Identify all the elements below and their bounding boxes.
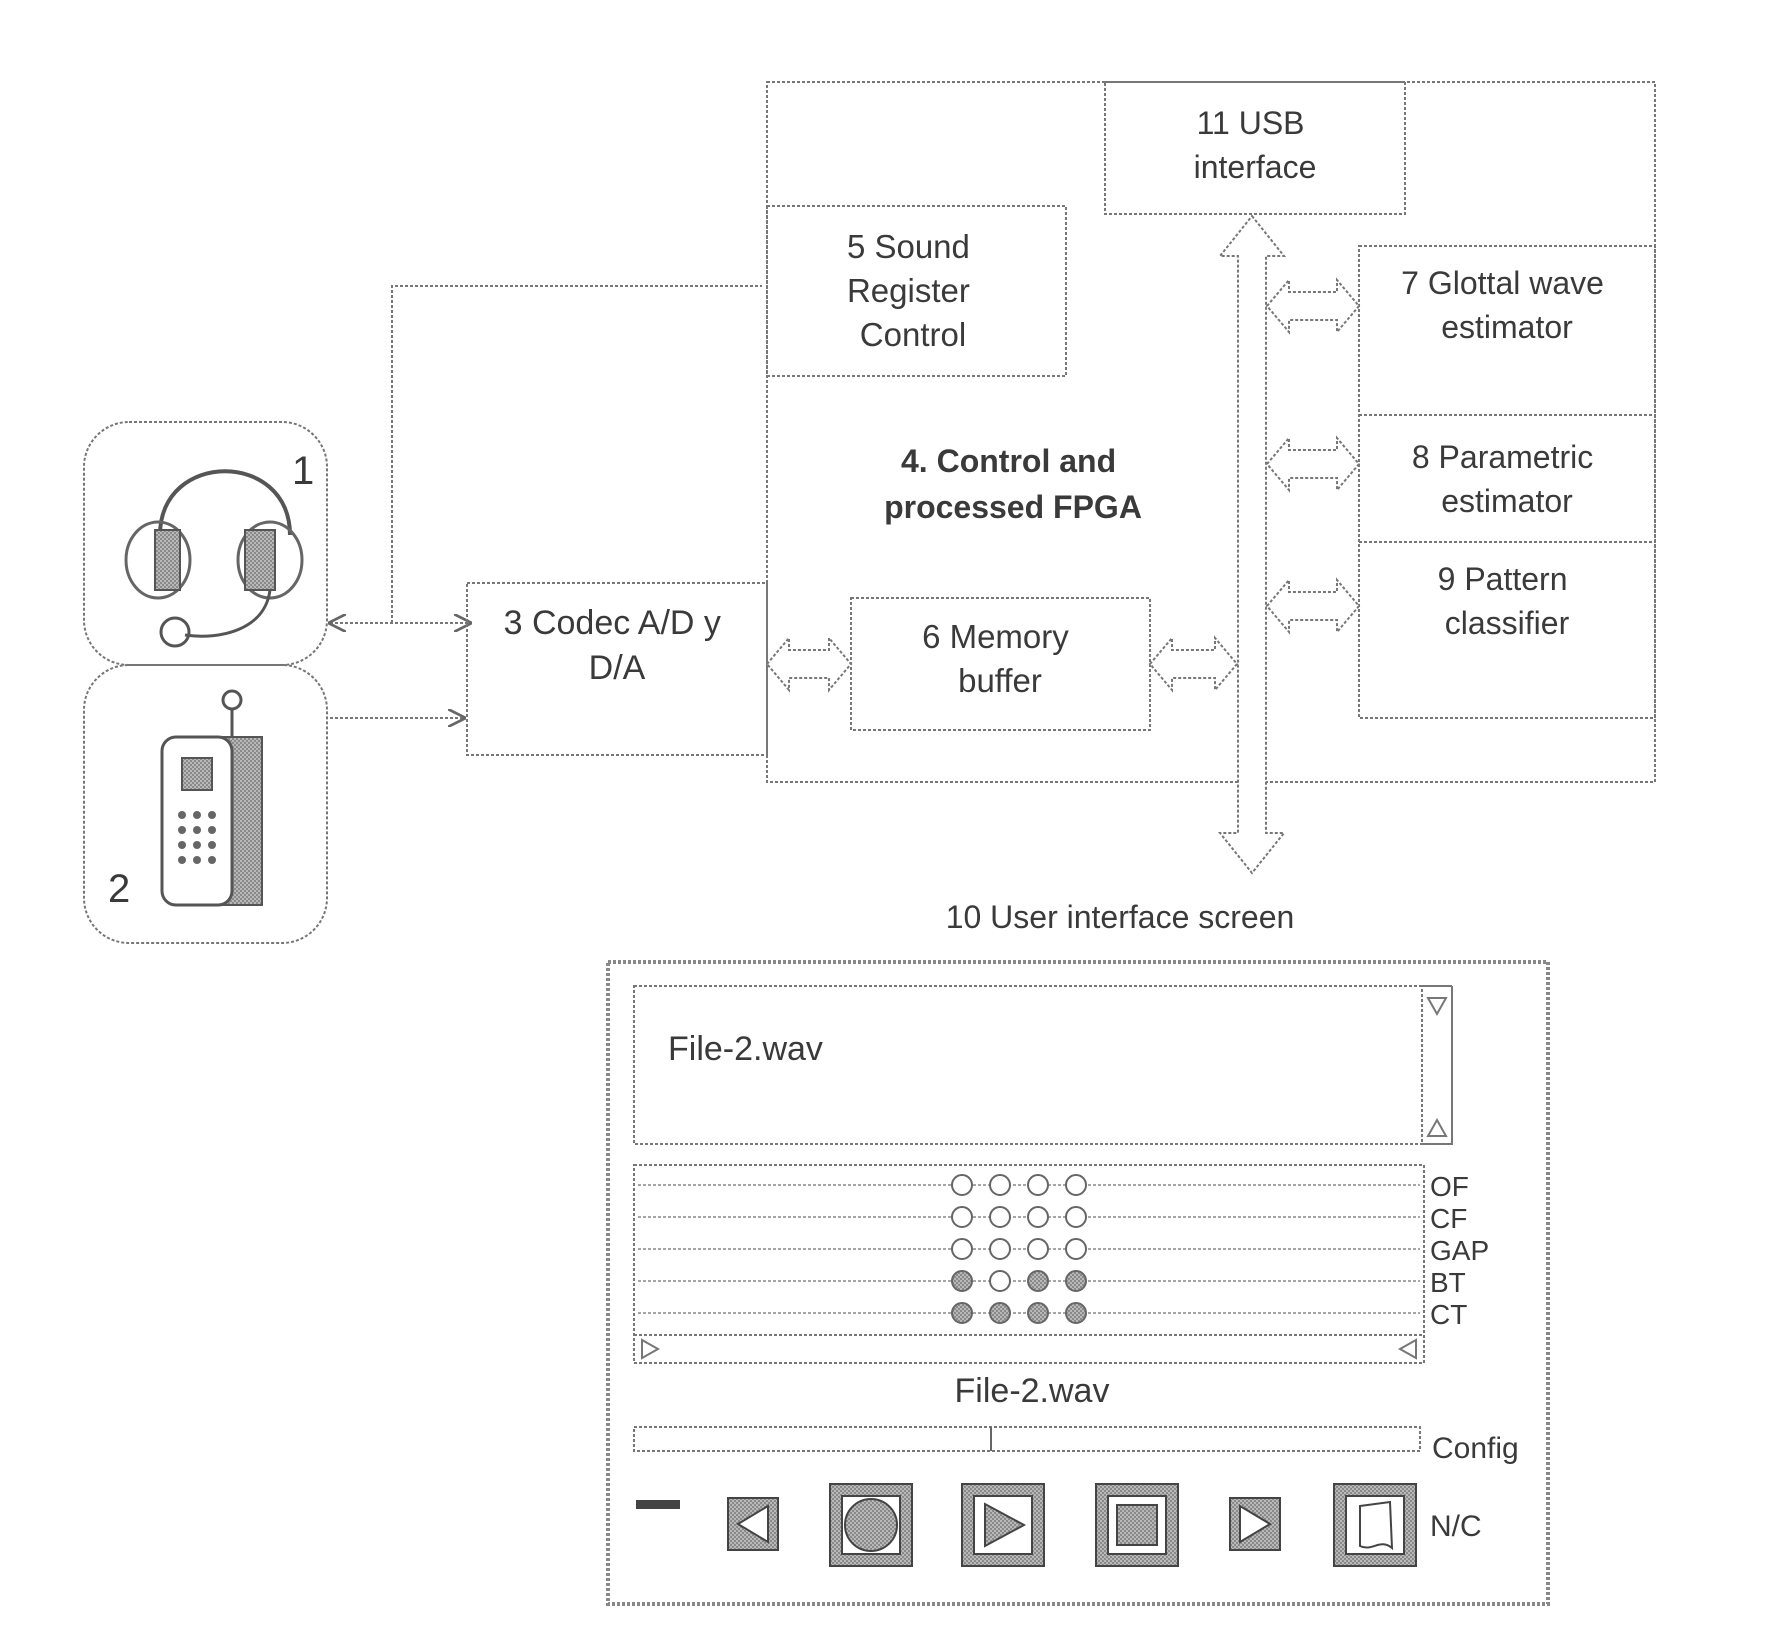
codec-label-line1: 3 Codec A/D y [504,604,721,642]
codec-label-line2: D/A [589,649,646,687]
phone-number: 2 [108,867,130,911]
stop-button[interactable] [1096,1484,1178,1566]
memory-buffer-line1: 6 Memory [922,618,1069,655]
track-mark-ct-2[interactable] [990,1303,1010,1323]
track-mark-cf-1[interactable] [952,1207,972,1227]
headset-icon [126,471,302,646]
svg-text:9 Pattern classifier: 9 Pattern classifier [1438,561,1577,641]
codec-block: 3 Codec A/D y D/A [467,583,767,755]
config-label[interactable]: Config [1432,1432,1519,1465]
parametric-line2: estimator [1441,483,1573,519]
record-icon [845,1499,897,1551]
track-mark-gap-3[interactable] [1028,1239,1048,1259]
arrow-bus-pattern [1267,580,1359,632]
nc-label: N/C [1430,1510,1482,1543]
rewind-button[interactable] [728,1498,778,1550]
svg-text:5 Sound Register C: 5 Sound Register Control [847,228,979,353]
stop-icon [1117,1505,1157,1545]
pattern-line1: 9 Pattern [1438,561,1568,597]
sound-register-line3: Control [860,316,966,353]
fpga-label-line2: processed FPGA [884,489,1142,525]
estimators-column: 7 Glottal wave estimator 8 Parametric es… [1359,246,1655,718]
svg-text:7 Glottal wave estimator: 7 Glottal wave estimator [1401,265,1613,345]
track-label-of: OF [1430,1171,1469,1202]
glottal-line1: 7 Glottal wave [1401,265,1604,301]
track-mark-bt-3[interactable] [1028,1271,1048,1291]
track-mark-of-4[interactable] [1066,1175,1086,1195]
memory-buffer-block: 6 Memory buffer [851,598,1150,730]
track-mark-of-3[interactable] [1028,1175,1048,1195]
track-mark-cf-2[interactable] [990,1207,1010,1227]
track-mark-ct-1[interactable] [952,1303,972,1323]
arrow-codec-memory [767,638,851,690]
track-label-bt: BT [1430,1267,1466,1298]
track-mark-ct-4[interactable] [1066,1303,1086,1323]
usb-line1: 11 USB [1197,105,1305,141]
file-caption: File-2.wav [955,1372,1110,1410]
track-mark-bt-2[interactable] [990,1271,1010,1291]
usb-line2: interface [1194,149,1317,185]
track-mark-of-1[interactable] [952,1175,972,1195]
track-mark-gap-1[interactable] [952,1239,972,1259]
svg-text:4. Control and processed: 4. Control and processed FPGA [884,443,1142,525]
track-mark-bt-1[interactable] [952,1271,972,1291]
forward-button[interactable] [1230,1498,1280,1550]
play-button[interactable] [962,1484,1044,1566]
ui-screen-title: 10 User interface screen [946,899,1295,935]
svg-text:11 USB interface: 11 USB interface [1194,105,1317,185]
sound-register-line2: Register [847,272,970,309]
record-button[interactable] [830,1484,912,1566]
fpga-label-line1: 4. Control and [901,443,1116,479]
glottal-line2: estimator [1441,309,1573,345]
track-mark-of-2[interactable] [990,1175,1010,1195]
arrow-bus-parametric [1267,438,1359,490]
codec-connectors [330,286,762,718]
arrow-memory-bus [1150,638,1237,690]
parametric-line1: 8 Parametric [1412,439,1593,475]
track-mark-cf-3[interactable] [1028,1207,1048,1227]
track-label-cf: CF [1430,1203,1467,1234]
track-label-gap: GAP [1430,1235,1489,1266]
minus-icon[interactable] [636,1500,680,1509]
track-mark-cf-4[interactable] [1066,1207,1086,1227]
svg-text:3 Codec A/D y D/A: 3 Codec A/D y D/A [504,604,731,687]
track-mark-ct-3[interactable] [1028,1303,1048,1323]
svg-text:8 Parametric estimator: 8 Parametric estimator [1412,439,1602,519]
headset-number: 1 [292,449,314,493]
track-mark-bt-4[interactable] [1066,1271,1086,1291]
pattern-line2: classifier [1445,605,1570,641]
headset-device: 1 [84,422,327,665]
track-label-ct: CT [1430,1299,1467,1330]
track-mark-gap-4[interactable] [1066,1239,1086,1259]
svg-text:6 Memory buffer: 6 Memory buffer [922,618,1078,699]
phone-device: 2 [84,665,327,943]
mobile-phone-icon [162,691,262,905]
document-button[interactable] [1334,1484,1416,1566]
memory-buffer-line2: buffer [958,662,1042,699]
arrow-bus-glottal [1267,280,1359,332]
file-text: File-2.wav [668,1030,823,1068]
document-icon [1360,1502,1392,1548]
sound-register-block: 5 Sound Register Control [767,206,1066,376]
sound-register-line1: 5 Sound [847,228,970,265]
usb-interface-block: 11 USB interface [1105,82,1405,214]
track-mark-gap-2[interactable] [990,1239,1010,1259]
